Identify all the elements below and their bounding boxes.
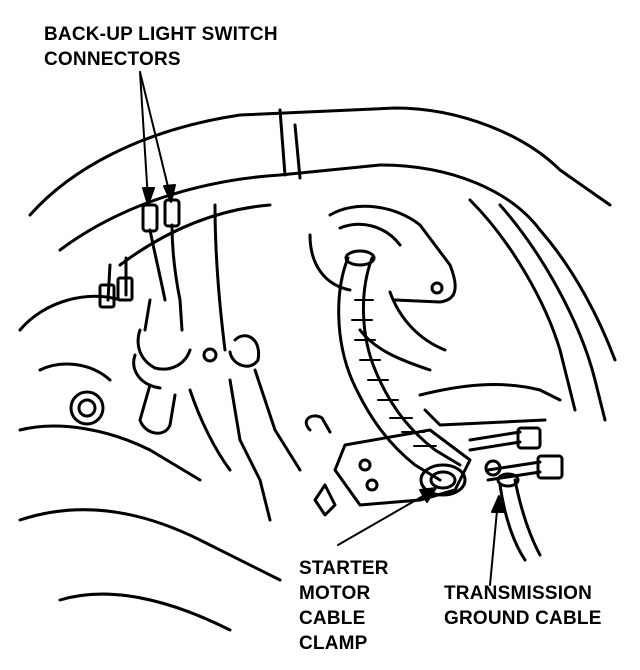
backup-switch-wiring — [98, 198, 261, 390]
transmission-ground-cable-label: TRANSMISSION GROUND CABLE — [444, 581, 602, 631]
cable-clamp — [304, 414, 472, 507]
starter-label-line-1: STARTER — [299, 558, 389, 579]
starter-label-line-3: CABLE — [299, 608, 366, 629]
backup-light-switch-label: BACK-UP LIGHT SWITCH CONNECTORS — [44, 22, 278, 72]
transmission-housing — [18, 294, 337, 632]
ground-label-line-2: GROUND CABLE — [444, 608, 602, 629]
leader-arrows — [139, 71, 506, 586]
backup-label-line-1: BACK-UP LIGHT SWITCH — [44, 24, 278, 45]
ground-cable — [496, 472, 542, 562]
starter-cable — [337, 249, 462, 482]
ground-label-line-1: TRANSMISSION — [444, 583, 593, 604]
frame-rail — [418, 198, 607, 427]
starter-label-line-4: CLAMP — [299, 633, 368, 654]
mounting-bolts — [468, 426, 564, 482]
backup-label-line-2: CONNECTORS — [44, 49, 181, 70]
mount-plate — [308, 204, 457, 372]
body-panel — [28, 106, 617, 362]
starter-motor-cable-clamp-label: STARTER MOTOR CABLE CLAMP — [299, 556, 389, 656]
starter-label-line-2: MOTOR — [299, 583, 371, 604]
